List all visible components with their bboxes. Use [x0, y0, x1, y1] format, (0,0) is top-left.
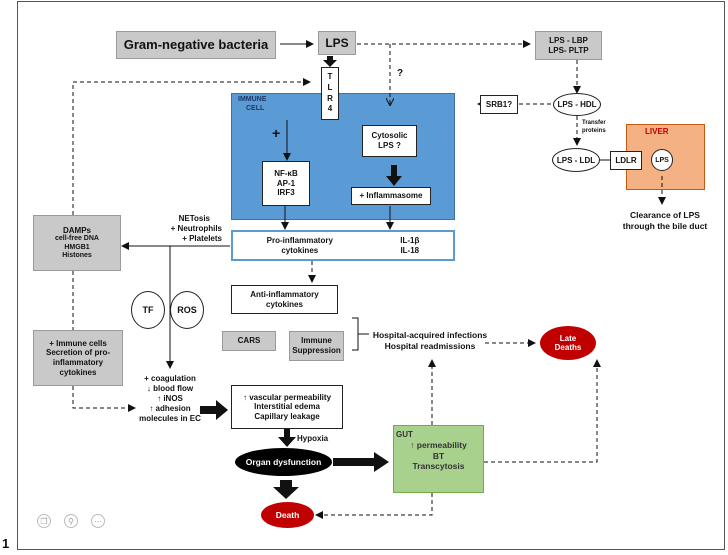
immune-cells-line3: inflammatory: [52, 358, 104, 367]
pro-inflam-line1: Pro-inflammatory: [266, 235, 333, 245]
immune-cells-line2: Secretion of pro-: [45, 348, 110, 358]
coagulation-label: + coagulation ↓ blood flow ↑ iNOS ↑ adhe…: [136, 374, 204, 424]
lps-lbp-pltp-box: LPS - LBP LPS- PLTP: [535, 31, 602, 60]
figure-number: 1: [2, 536, 10, 551]
il18-label: IL-18: [400, 245, 420, 255]
netosis-label: NETosis + Neutrophils + Platelets: [130, 214, 230, 244]
coag-coagulation: + coagulation: [144, 374, 196, 383]
gram-negative-bacteria-box: Gram-negative bacteria: [116, 31, 276, 59]
late-deaths-line2: Deaths: [554, 343, 582, 352]
vasc-leakage: Capillary leakage: [254, 411, 320, 421]
damps-cell-free-dna: cell-free DNA: [55, 235, 99, 243]
lps-box: LPS: [318, 31, 356, 55]
lps-lbp-label: LPS - LBP: [549, 35, 588, 45]
immune-suppression-box: Immune Suppression: [289, 331, 344, 361]
tlr4-box: T L R 4: [321, 67, 339, 120]
immune-cell-label-line2: CELL: [246, 104, 265, 112]
anti-inflam-line1: Anti-inflammatory: [250, 289, 319, 299]
transfer-proteins-line2: proteins: [582, 127, 606, 134]
tf-circle: TF: [131, 291, 165, 329]
immune-cell-label-line1: IMMUNE: [238, 96, 267, 103]
damps-hmgb1: HMGB1: [64, 243, 90, 251]
coag-blood-flow: ↓ blood flow: [146, 384, 194, 393]
anti-inflam-line2: cytokines: [266, 299, 303, 309]
lps-ldl-ellipse: LPS - LDL: [552, 148, 600, 172]
srb1-box: SRB1?: [480, 95, 518, 114]
copy-icon[interactable]: ❐: [37, 514, 51, 528]
liver-label: LIVER: [645, 127, 669, 136]
damps-box: DAMPs cell-free DNA HMGB1 Histones: [33, 215, 121, 271]
cytosolic-line2: LPS ?: [378, 141, 401, 150]
ros-circle: ROS: [170, 291, 204, 329]
hospital-label: Hospital-acquired infections Hospital re…: [369, 330, 491, 351]
late-deaths-line1: Late: [559, 334, 577, 343]
immune-cells-line4: cytokines: [59, 367, 97, 377]
transfer-proteins-line1: Transfer: [582, 120, 606, 126]
nfkb-box: NF-κB AP-1 IRF3: [262, 161, 310, 206]
tlr4-letter-t: T: [327, 71, 333, 81]
cytosolic-line1: Cytosolic: [371, 131, 408, 141]
death-ellipse: Death: [261, 502, 314, 528]
nfkb-label: NF-κB: [274, 169, 298, 179]
hypoxia-label: Hypoxia: [297, 434, 329, 443]
immune-cell-label: IMMUNE CELL: [238, 96, 266, 114]
organ-dysfunction-ellipse: Organ dysfunction: [235, 448, 332, 476]
gut-transcytosis: Transcytosis: [412, 461, 465, 472]
interleukins-label: IL-1β IL-18: [400, 236, 419, 255]
pro-inflammatory-label: Pro-inflammatory cytokines: [267, 236, 333, 255]
immune-cells-secretion-box: + Immune cells Secretion of pro- inflamm…: [33, 330, 123, 386]
coag-inos: ↑ iNOS: [157, 394, 183, 403]
figure-frame: [17, 1, 725, 550]
tlr4-letter-r: R: [327, 93, 333, 103]
gut-bt: BT: [432, 450, 445, 461]
pro-inflam-line2: cytokines: [281, 245, 319, 255]
vasc-edema: Interstitial edema: [254, 402, 320, 412]
clearance-line2: through the bile duct: [622, 220, 708, 231]
gut-title: GUT: [396, 430, 413, 439]
zoom-icon[interactable]: ⚲: [64, 514, 78, 528]
immune-supp-line1: Immune: [301, 336, 332, 346]
ldlr-box: LDLR: [610, 151, 642, 170]
inflammasome-box: + Inflammasome: [351, 187, 431, 205]
hospital-acquired-infections: Hospital-acquired infections: [372, 330, 488, 340]
damps-histones: Histones: [62, 251, 92, 259]
clearance-line1: Clearance of LPS: [630, 210, 700, 220]
coag-adhesion: ↑ adhesion: [149, 404, 191, 413]
cytosolic-lps-box: Cytosolic LPS ?: [362, 125, 417, 157]
irf3-label: IRF3: [277, 188, 295, 198]
il1b-label: IL-1β: [400, 235, 420, 245]
vasc-permeability: ↑ vascular permeability: [242, 392, 332, 402]
immune-cells-line1: + Immune cells: [49, 338, 107, 348]
lps-hdl-ellipse: LPS - HDL: [553, 93, 601, 116]
pro-inflammatory-box: Pro-inflammatory cytokines IL-1β IL-18: [231, 230, 455, 261]
hospital-readmissions: Hospital readmissions: [384, 340, 476, 351]
late-deaths-ellipse: Late Deaths: [540, 326, 596, 360]
netosis-line3: + Platelets: [182, 234, 222, 243]
tlr4-digit-4: 4: [327, 104, 333, 114]
coag-molecules: molecules in EC: [139, 414, 201, 423]
immune-supp-line2: Suppression: [292, 346, 341, 355]
lps-pltp-label: LPS- PLTP: [548, 45, 589, 55]
gut-region: [393, 425, 484, 493]
more-options-icon[interactable]: ⋯: [91, 514, 105, 528]
anti-inflammatory-box: Anti-inflammatory cytokines: [231, 285, 338, 314]
question-mark: ?: [397, 68, 404, 79]
liver-lps-circle: LPS: [651, 149, 673, 171]
ap1-label: AP-1: [276, 178, 296, 188]
damps-title: DAMPs: [62, 225, 91, 235]
tlr4-letter-l: L: [327, 82, 333, 92]
netosis-line1: NETosis: [178, 214, 210, 223]
gut-label: GUT ↑ permeability BT Transcytosis: [393, 430, 484, 472]
gut-permeability: ↑ permeability: [410, 440, 467, 450]
cars-box: CARS: [222, 331, 276, 351]
netosis-line2: + Neutrophils: [170, 224, 222, 233]
vascular-permeability-box: ↑ vascular permeability Interstitial ede…: [231, 385, 343, 429]
transfer-proteins-label: Transfer proteins: [582, 120, 606, 135]
plus-sign: +: [272, 125, 281, 141]
clearance-label: Clearance of LPS through the bile duct: [610, 210, 720, 231]
